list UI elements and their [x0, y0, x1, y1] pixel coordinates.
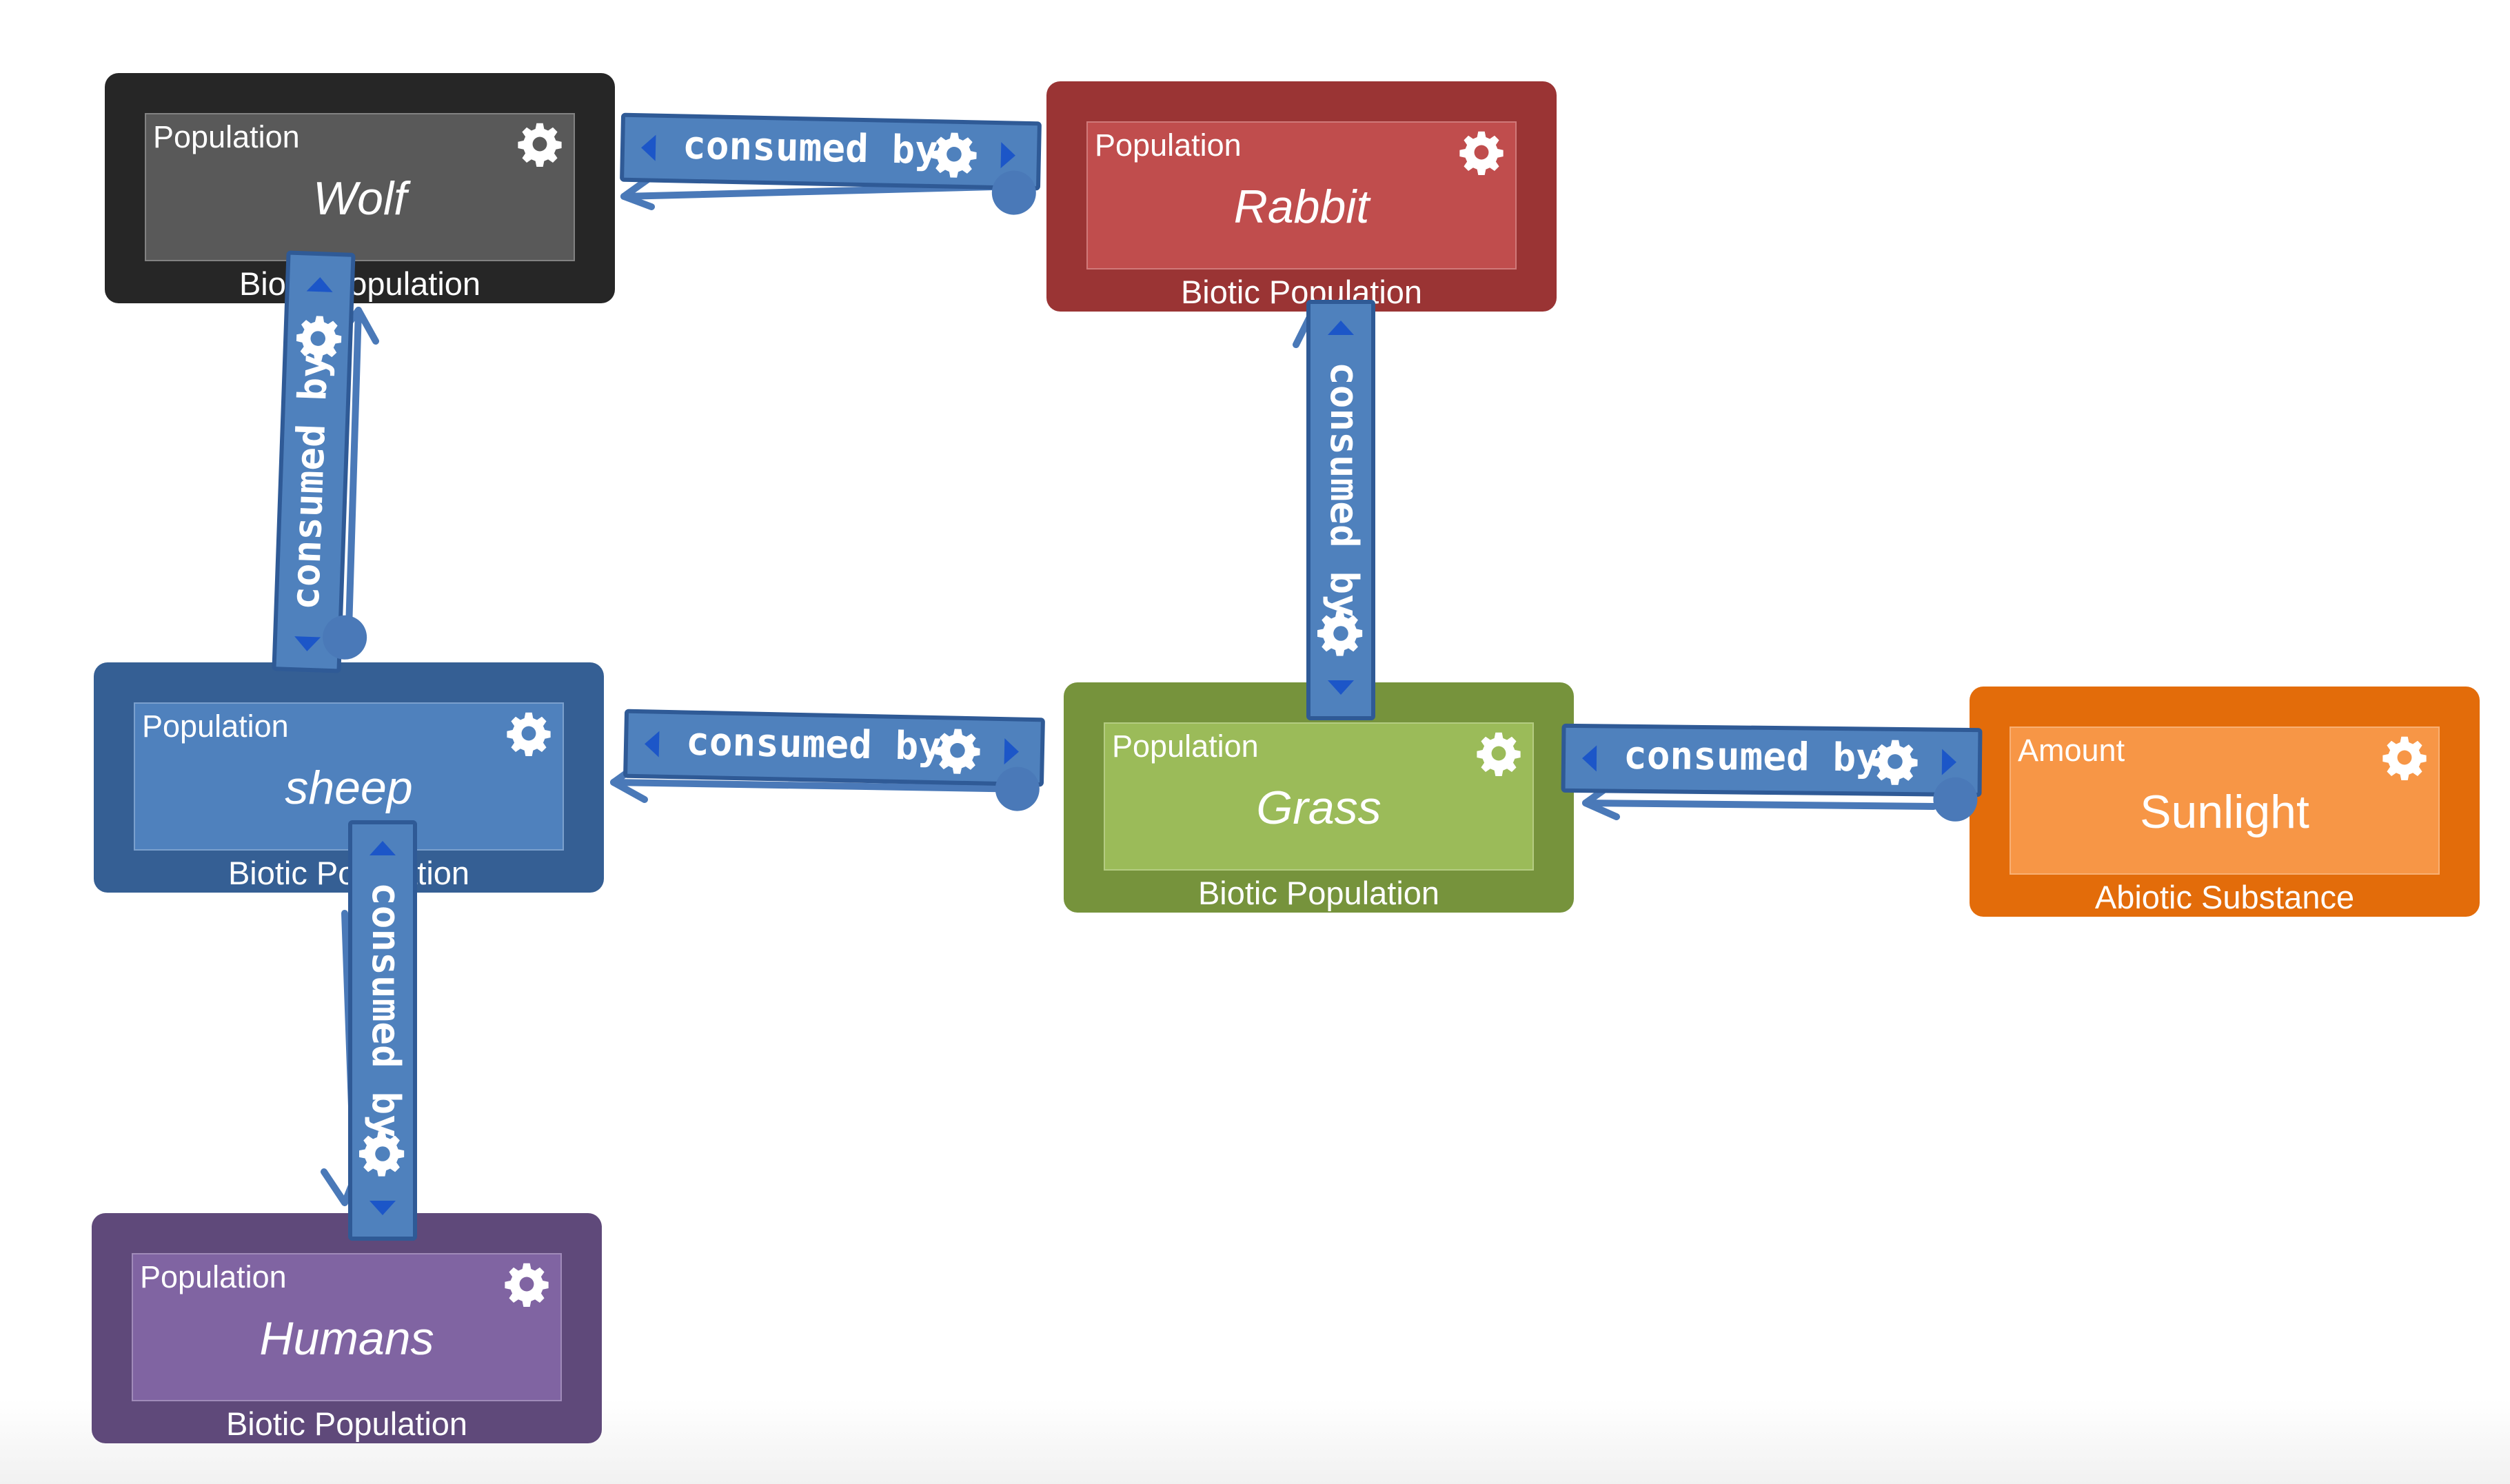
chevron-right-icon[interactable] [1000, 142, 1016, 169]
node-type-label: Population [153, 119, 300, 154]
chevron-down-icon[interactable] [370, 1201, 396, 1215]
chevron-up-icon[interactable] [306, 276, 334, 292]
relation-label: consumed by [682, 123, 939, 174]
gear-icon[interactable] [933, 726, 981, 774]
gear-icon[interactable] [1476, 731, 1521, 776]
gear-icon[interactable] [504, 1261, 549, 1307]
node-subtype: Biotic Population [1180, 274, 1423, 311]
node-subtype: Biotic Population [239, 265, 481, 303]
node-type-label: Population [1112, 729, 1259, 764]
node-sunlight[interactable]: Amount Sunlight Abiotic Substance [1970, 687, 2480, 917]
node-subtype: Biotic Population [1197, 875, 1440, 912]
node-name[interactable]: Rabbit [1233, 181, 1370, 233]
connector-handle[interactable] [1933, 777, 1978, 822]
node-name[interactable]: Wolf [313, 172, 407, 225]
gear-icon[interactable] [294, 314, 342, 363]
relation-wolf-rabbit[interactable]: consumed by [620, 112, 1042, 216]
chevron-down-icon[interactable] [294, 636, 321, 652]
relation-label: consumed by [1322, 362, 1366, 618]
relation-sheep-grass[interactable]: consumed by [623, 709, 1045, 812]
relation-label: consumed by [283, 353, 337, 611]
node-name[interactable]: sheep [285, 762, 413, 814]
relation-label: consumed by [363, 882, 408, 1138]
node-body: Population Rabbit [1086, 121, 1517, 270]
node-humans[interactable]: Population Humans Biotic Population [92, 1213, 602, 1443]
node-name[interactable]: Humans [259, 1312, 434, 1365]
node-subtype: Biotic Population [225, 1405, 468, 1443]
relation-sheep-wolf[interactable]: consumed by [272, 250, 368, 673]
chevron-up-icon[interactable] [1328, 321, 1354, 335]
chevron-left-icon[interactable] [1581, 745, 1597, 772]
gear-icon[interactable] [517, 121, 563, 167]
node-type-label: Population [140, 1259, 287, 1294]
connector-tail-grass-sunlight [1582, 800, 1937, 810]
gear-icon[interactable] [1459, 130, 1504, 175]
node-body: Population Grass [1104, 722, 1534, 871]
node-body: Amount Sunlight [2010, 726, 2440, 875]
relation-label: consumed by [685, 719, 942, 770]
relation-grass-sunlight[interactable]: consumed by [1561, 723, 1983, 822]
connector-tail-sheep-grass [610, 779, 1034, 793]
gear-icon[interactable] [1317, 610, 1364, 657]
gear-icon[interactable] [1872, 738, 1919, 786]
node-sheep[interactable]: Population sheep Biotic Population [94, 662, 604, 893]
relation-humans-sheep[interactable]: consumed by [348, 820, 417, 1241]
chevron-left-icon[interactable] [640, 134, 656, 161]
chevron-down-icon[interactable] [1328, 680, 1354, 695]
chevron-left-icon[interactable] [644, 731, 660, 758]
node-grass[interactable]: Population Grass Biotic Population [1064, 682, 1574, 913]
arrow-head-wolf-rabbit [620, 176, 655, 210]
gear-icon[interactable] [506, 711, 551, 756]
gear-icon[interactable] [930, 130, 978, 178]
chevron-right-icon[interactable] [1004, 738, 1020, 765]
relation-rabbit-grass[interactable]: consumed by [1306, 300, 1375, 720]
gear-icon[interactable] [359, 1130, 406, 1177]
node-subtype: Abiotic Substance [2094, 879, 2355, 916]
node-name[interactable]: Sunlight [2140, 786, 2309, 838]
gear-icon[interactable] [2382, 735, 2427, 780]
relation-label: consumed by [1623, 733, 1880, 781]
chevron-up-icon[interactable] [370, 841, 396, 855]
node-name[interactable]: Grass [1256, 782, 1381, 834]
node-type-label: Amount [2018, 733, 2125, 768]
node-type-label: Population [142, 709, 289, 744]
node-body: Population Humans [132, 1253, 562, 1401]
node-wolf[interactable]: Population Wolf Biotic Population [105, 73, 615, 303]
connector-tail-sheep-wolf [345, 307, 362, 655]
chevron-right-icon[interactable] [1941, 749, 1957, 775]
node-type-label: Population [1095, 128, 1242, 163]
node-body: Population Wolf [145, 113, 575, 261]
node-rabbit[interactable]: Population Rabbit Biotic Population [1046, 81, 1557, 312]
